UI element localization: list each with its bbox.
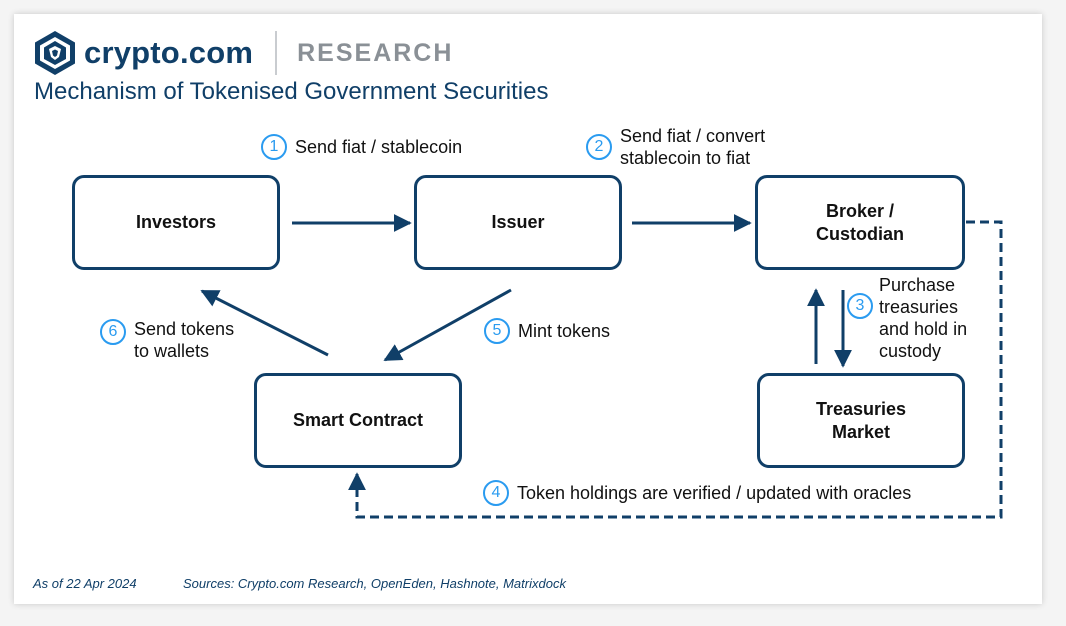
step-text: Send tokens to wallets — [134, 319, 235, 361]
step-4: 4 Token holdings are verified / updated … — [483, 480, 911, 506]
step-3: 3 Purchase treasuries and hold in custod… — [847, 274, 967, 362]
dashed-oracle-link — [348, 220, 1003, 519]
arrow-smart-contract-to-investors — [200, 289, 329, 357]
step-5: 5 Mint tokens — [484, 318, 610, 344]
node-issuer-label: Issuer — [491, 212, 545, 232]
step-2: 2 Send fiat / convert stablecoin to fiat — [586, 125, 765, 169]
step-6: 6 Send tokens to wallets — [100, 318, 234, 362]
step-1: 1 Send fiat / stablecoin — [261, 134, 462, 160]
section-label: RESEARCH — [297, 38, 454, 67]
brand-header: crypto.com RESEARCH — [34, 30, 453, 76]
step-text: Purchase treasuries and hold in custody — [879, 275, 968, 361]
footer-sources: Sources: Crypto.com Research, OpenEden, … — [183, 576, 566, 591]
node-broker-custodian: Broker / Custodian — [755, 175, 965, 270]
node-treasuries-label: Treasuries Market — [815, 398, 907, 442]
node-broker-label: Broker / Custodian — [816, 200, 904, 244]
node-smart-contract-label: Smart Contract — [292, 410, 424, 430]
node-smart-contract: Smart Contract — [254, 373, 462, 468]
step-number-badge: 5 — [484, 318, 510, 344]
step-number-badge: 2 — [586, 134, 612, 160]
footer-date: As of 22 Apr 2024 — [33, 576, 137, 591]
node-issuer: Issuer — [414, 175, 622, 270]
node-treasuries-market: Treasuries Market — [757, 373, 965, 468]
brand-name: crypto.com — [84, 35, 254, 70]
step-number-badge: 4 — [483, 480, 509, 506]
step-text: Send fiat / convert stablecoin to fiat — [620, 126, 766, 168]
step-text: Token holdings are verified / updated wi… — [517, 483, 912, 503]
diagram-title: Mechanism of Tokenised Government Securi… — [34, 78, 549, 105]
node-investors: Investors — [72, 175, 280, 270]
step-text: Mint tokens — [518, 321, 611, 341]
node-investors-label: Investors — [135, 212, 217, 232]
step-number-badge: 3 — [847, 293, 873, 319]
arrow-issuer-to-smart-contract — [383, 288, 512, 362]
step-number-badge: 6 — [100, 319, 126, 345]
step-text: Send fiat / stablecoin — [295, 137, 463, 157]
header-divider — [275, 31, 278, 75]
step-number-badge: 1 — [261, 134, 287, 160]
crypto-com-logo-icon — [35, 31, 75, 75]
